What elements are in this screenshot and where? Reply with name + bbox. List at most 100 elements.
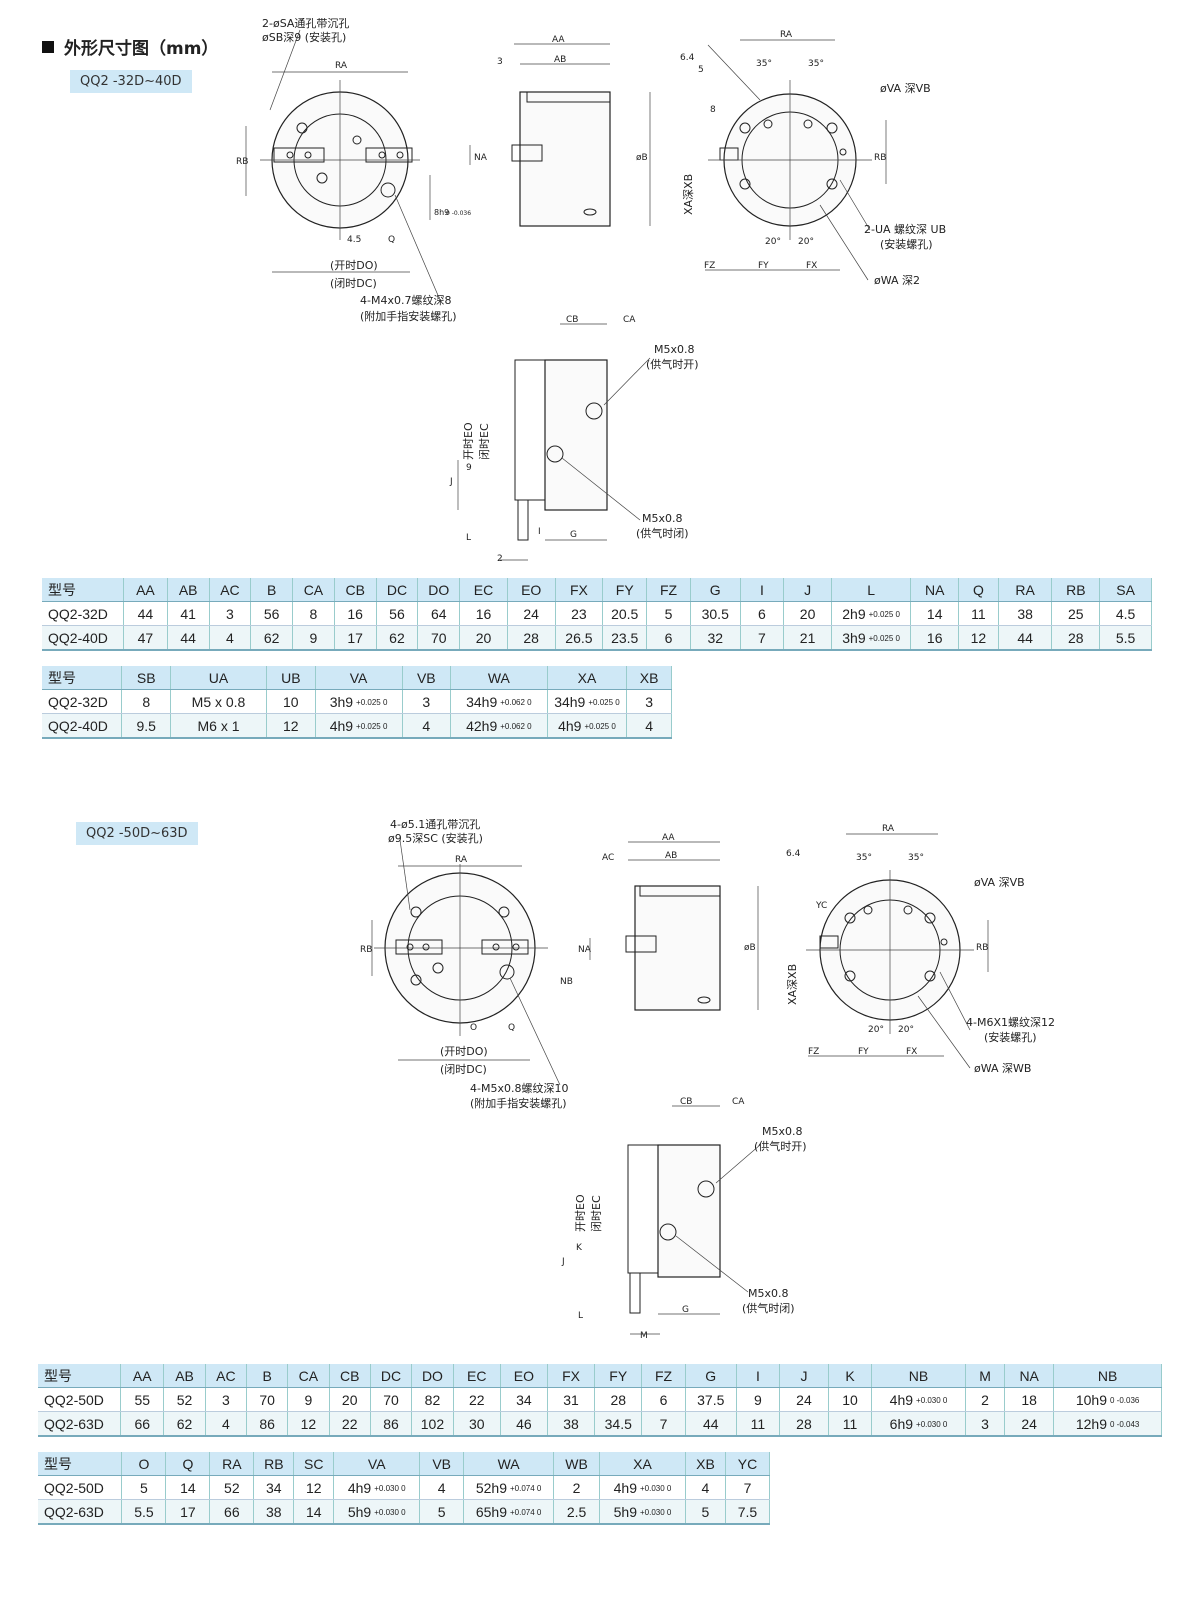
callout-wa-2: øWA 深WB bbox=[974, 1062, 1031, 1075]
dim-g: G bbox=[570, 530, 577, 540]
section1-label: QQ2 -32D~40D bbox=[70, 70, 192, 93]
table-cell: WA bbox=[450, 666, 548, 690]
side-view-2 bbox=[625, 841, 759, 1011]
table-cell: 56 bbox=[376, 601, 419, 626]
dim-q: Q bbox=[388, 235, 395, 245]
dim-ca: CA bbox=[623, 315, 636, 325]
table-cell: 3 bbox=[402, 689, 452, 714]
table-cell: 23 bbox=[555, 601, 604, 626]
dim-ob-2: øB bbox=[744, 943, 756, 953]
callout-va-2: øVA 深VB bbox=[974, 876, 1025, 889]
table-cell: 26.5 bbox=[555, 625, 604, 651]
table-cell: EO bbox=[500, 1364, 548, 1388]
callout-ua: 2-UA 螺纹深 UB bbox=[864, 222, 946, 236]
table-cell: 42h9+0.062 0 bbox=[450, 713, 548, 739]
table-cell: 5 bbox=[685, 1499, 726, 1525]
th-fx: FX bbox=[555, 578, 604, 602]
dim-ra-3: RA bbox=[455, 855, 468, 865]
dim-cb: CB bbox=[566, 315, 578, 325]
table-cell: 44 bbox=[685, 1411, 737, 1437]
dim-aa-2: AA bbox=[662, 833, 675, 843]
table-cell: 70 bbox=[370, 1387, 413, 1412]
table-cell: 14 bbox=[910, 601, 960, 626]
table-cell: 21 bbox=[783, 625, 832, 651]
table-cell: VB bbox=[402, 666, 452, 690]
table-cell: 5.5 bbox=[1099, 625, 1152, 651]
cell-value: 5h9 bbox=[347, 1503, 372, 1520]
dim-dc-2: (闭时DC) bbox=[440, 1063, 487, 1076]
tolerance-text: +0.030 0 bbox=[916, 1419, 948, 1429]
table-cell: XA bbox=[547, 666, 628, 690]
dim-fz: FZ bbox=[704, 261, 715, 271]
table-cell: QQ2-32D bbox=[42, 601, 125, 626]
table-cell: 7 bbox=[725, 1475, 771, 1500]
cell-value: 4h9 bbox=[329, 717, 354, 734]
table-cell: 28 bbox=[1051, 625, 1101, 651]
callout-m5b-2: (附加手指安装螺孔) bbox=[470, 1096, 567, 1110]
tolerance-text: 0 -0.036 bbox=[1110, 1395, 1140, 1405]
table-cell: I bbox=[736, 1364, 780, 1388]
table-cell: 62 bbox=[376, 625, 419, 651]
rear-view-1 bbox=[705, 39, 887, 281]
table-cell: 12 bbox=[266, 713, 316, 739]
tolerance-text: +0.062 0 bbox=[500, 697, 532, 707]
th-aa: AA bbox=[123, 578, 168, 602]
callout-m5c: M5x0.8 bbox=[642, 512, 683, 525]
table-cell: 8 bbox=[292, 601, 335, 626]
table-cell: XB bbox=[685, 1452, 726, 1476]
table-cell: 9 bbox=[292, 625, 335, 651]
front-view-1 bbox=[245, 29, 471, 301]
table-cell: 34 bbox=[500, 1387, 548, 1412]
table-cell: 34h9+0.025 0 bbox=[547, 689, 628, 714]
dim-5: 5 bbox=[698, 65, 704, 75]
table-cell: 37.5 bbox=[685, 1387, 737, 1412]
dim-g-2: G bbox=[682, 1305, 689, 1315]
th-model: 型号 bbox=[42, 578, 125, 602]
angle-35a: 35° bbox=[756, 59, 772, 69]
table-cell: 34.5 bbox=[594, 1411, 643, 1437]
cell-value: 10h9 bbox=[1075, 1391, 1107, 1408]
table-cell: 4 bbox=[626, 713, 672, 739]
table-cell: 5 bbox=[419, 1499, 465, 1525]
table-cell: 52 bbox=[163, 1387, 206, 1412]
table-cell: 47 bbox=[123, 625, 168, 651]
angle-20c: 20° bbox=[868, 1025, 884, 1035]
table-cell: 38 bbox=[998, 601, 1053, 626]
table-cell: 38 bbox=[253, 1499, 295, 1525]
cell-value: 34h9 bbox=[466, 693, 498, 710]
table-cell: AB bbox=[163, 1364, 206, 1388]
th-i: I bbox=[740, 578, 785, 602]
rear-view-2 bbox=[806, 833, 989, 1069]
table-cell: O bbox=[121, 1452, 167, 1476]
callout-xa-2: XA深XB bbox=[786, 964, 799, 1005]
cell-value: 4h9 bbox=[558, 717, 582, 734]
table-cell: VA bbox=[333, 1452, 421, 1476]
cell-value: 4h9 bbox=[613, 1479, 637, 1496]
table-cell: 44 bbox=[123, 601, 168, 626]
dim-ec: 闭时EC bbox=[478, 423, 491, 460]
table-cell: XB bbox=[626, 666, 672, 690]
table-cell: 62 bbox=[163, 1411, 206, 1437]
table-cell: 22 bbox=[453, 1387, 501, 1412]
th-dc: DC bbox=[376, 578, 419, 602]
table-cell: FX bbox=[547, 1364, 596, 1388]
front-view-2 bbox=[371, 839, 591, 1086]
table-cell: QQ2-63D bbox=[38, 1499, 123, 1525]
callout-sb: øSB深9 (安装孔) bbox=[262, 30, 346, 44]
table-cell: 3h9+0.025 0 bbox=[315, 689, 403, 714]
table-cell: CB bbox=[329, 1364, 371, 1388]
table-cell: 52 bbox=[209, 1475, 255, 1500]
dim-cb-2: CB bbox=[680, 1097, 692, 1107]
table-cell: NB bbox=[871, 1364, 966, 1388]
table-cell: 2.5 bbox=[553, 1499, 601, 1525]
table-cell: 14 bbox=[165, 1475, 211, 1500]
table-cell: 3 bbox=[209, 601, 252, 626]
table-cell: 6 bbox=[646, 625, 691, 651]
dim-45: 4.5 bbox=[347, 235, 361, 245]
table-cell: 86 bbox=[246, 1411, 289, 1437]
table-cell: 11 bbox=[736, 1411, 780, 1437]
